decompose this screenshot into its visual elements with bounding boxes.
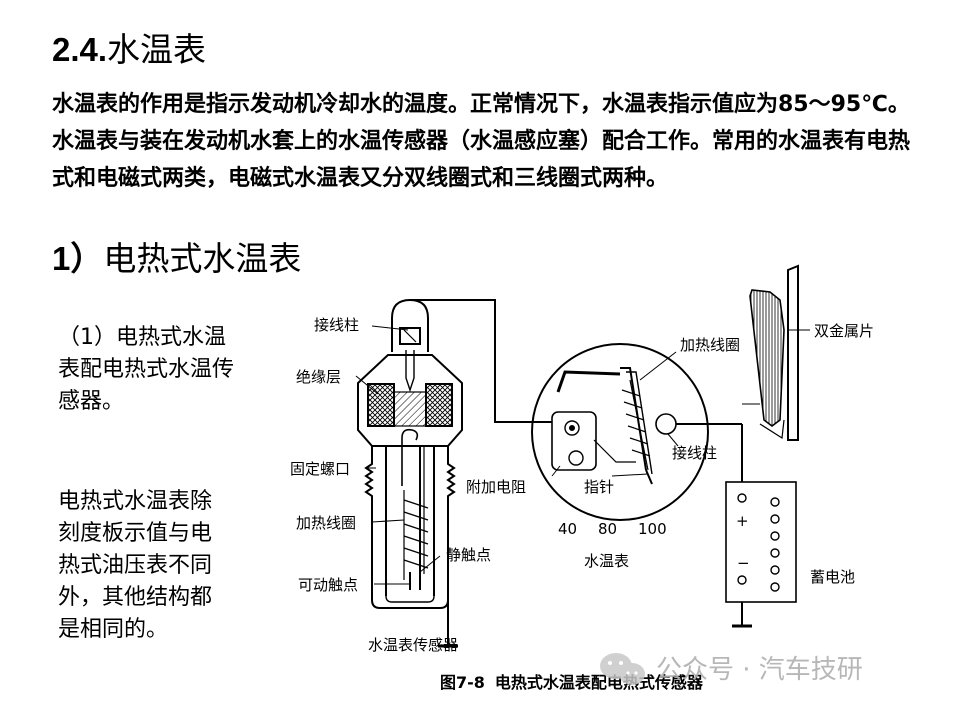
label-movable-contact: 可动触点 bbox=[298, 576, 358, 594]
scale-label-100: 100 bbox=[638, 520, 667, 538]
bimetal-detail bbox=[742, 264, 810, 441]
battery-minus-sign: − bbox=[737, 554, 750, 572]
label-battery: 蓄电池 bbox=[810, 568, 855, 586]
label-extra-resistor: 附加电阻 bbox=[466, 478, 526, 496]
watermark-text: 公众号 · 汽车技研 bbox=[656, 655, 863, 685]
label-gauge-name: 水温表 bbox=[584, 552, 629, 570]
label-gauge-terminal: 接线柱 bbox=[672, 444, 717, 462]
sub-heading: 1）电热式水温表 bbox=[52, 239, 302, 278]
sensor-drawing bbox=[355, 298, 558, 648]
label-fixing-nut: 固定螺口 bbox=[290, 460, 350, 478]
label-pointer: 指针 bbox=[584, 478, 614, 496]
scale-label-40: 40 bbox=[558, 520, 577, 538]
section-title: 2.4.水温表 bbox=[52, 30, 207, 69]
label-sensor-heating-coil: 加热线圈 bbox=[296, 514, 356, 532]
scale-label-80: 80 bbox=[598, 520, 617, 538]
label-sensor-terminal: 接线柱 bbox=[314, 316, 359, 334]
label-insulation: 绝缘层 bbox=[296, 368, 341, 386]
watermark: 公众号 · 汽车技研 bbox=[600, 653, 863, 685]
label-static-contact: 静触点 bbox=[446, 546, 491, 564]
side-note-sensor-pairing: （1）电热式水温表配电热式水温传感器。 bbox=[58, 325, 235, 414]
battery-plus-sign: + bbox=[736, 512, 749, 530]
label-bimetal: 双金属片 bbox=[814, 322, 874, 340]
gauge-drawing bbox=[531, 343, 743, 521]
label-sensor-name: 水温表传感器 bbox=[368, 636, 458, 654]
side-note-structure: 电热式水温表除刻度板示值与电热式油压表不同外，其他结构都是相同的。 bbox=[58, 489, 213, 642]
label-gauge-heating-coil: 加热线圈 bbox=[680, 336, 740, 354]
battery-drawing bbox=[725, 481, 797, 628]
intro-paragraph: 水温表的作用是指示发动机冷却水的温度。正常情况下，水温表指示值应为85～95℃。… bbox=[52, 92, 911, 191]
wechat-icon bbox=[600, 653, 645, 685]
